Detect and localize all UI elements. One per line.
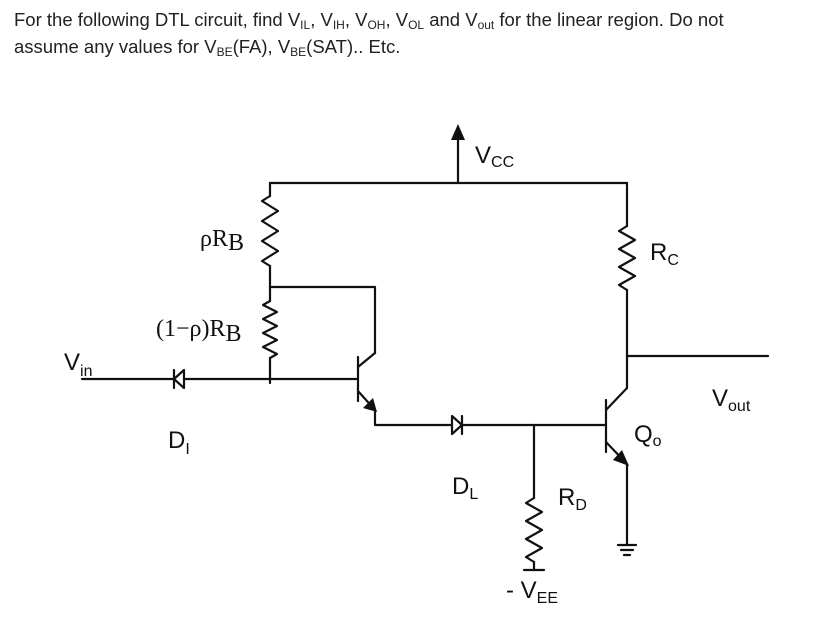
dl-label: DL [452, 473, 478, 503]
qo-label: Qo [634, 421, 662, 450]
diode-di-symbol [170, 368, 186, 390]
one-minus-prb-resistor [261, 299, 279, 360]
qo-emitter-arrow [613, 450, 629, 466]
emitter-to-dl-wire [373, 408, 454, 427]
rc-label: RC [650, 239, 679, 269]
input-transistor-collector [356, 351, 377, 369]
one-minus-prb-label: (1−ρ)RB [156, 316, 242, 347]
rd-resistor [524, 496, 544, 564]
diode-dl-symbol [450, 414, 464, 436]
question-line-1: For the following DTL circuit, find VIL,… [14, 9, 724, 32]
question-line-2: assume any values for VBE(FA), VBE(SAT).… [14, 36, 401, 59]
vcc-label: VCC [475, 142, 514, 171]
vin-label: Vin [64, 349, 92, 380]
rd-label: RD [558, 484, 587, 514]
collector-link-wire [268, 285, 377, 355]
prb-label: ρRB [200, 226, 244, 256]
qo-collector [604, 386, 629, 412]
vee-label: - VEE [506, 577, 558, 607]
input-transistor-emitter-arrow [363, 398, 377, 412]
rc-resistor [617, 224, 637, 292]
question-text: For the following DTL circuit, find VIL,… [14, 6, 814, 60]
di-label: DI [168, 427, 190, 458]
prb-resistor [260, 194, 280, 268]
vcc-arrow [451, 124, 465, 185]
ground-symbol [616, 543, 638, 557]
vout-label: Vout [712, 385, 751, 415]
